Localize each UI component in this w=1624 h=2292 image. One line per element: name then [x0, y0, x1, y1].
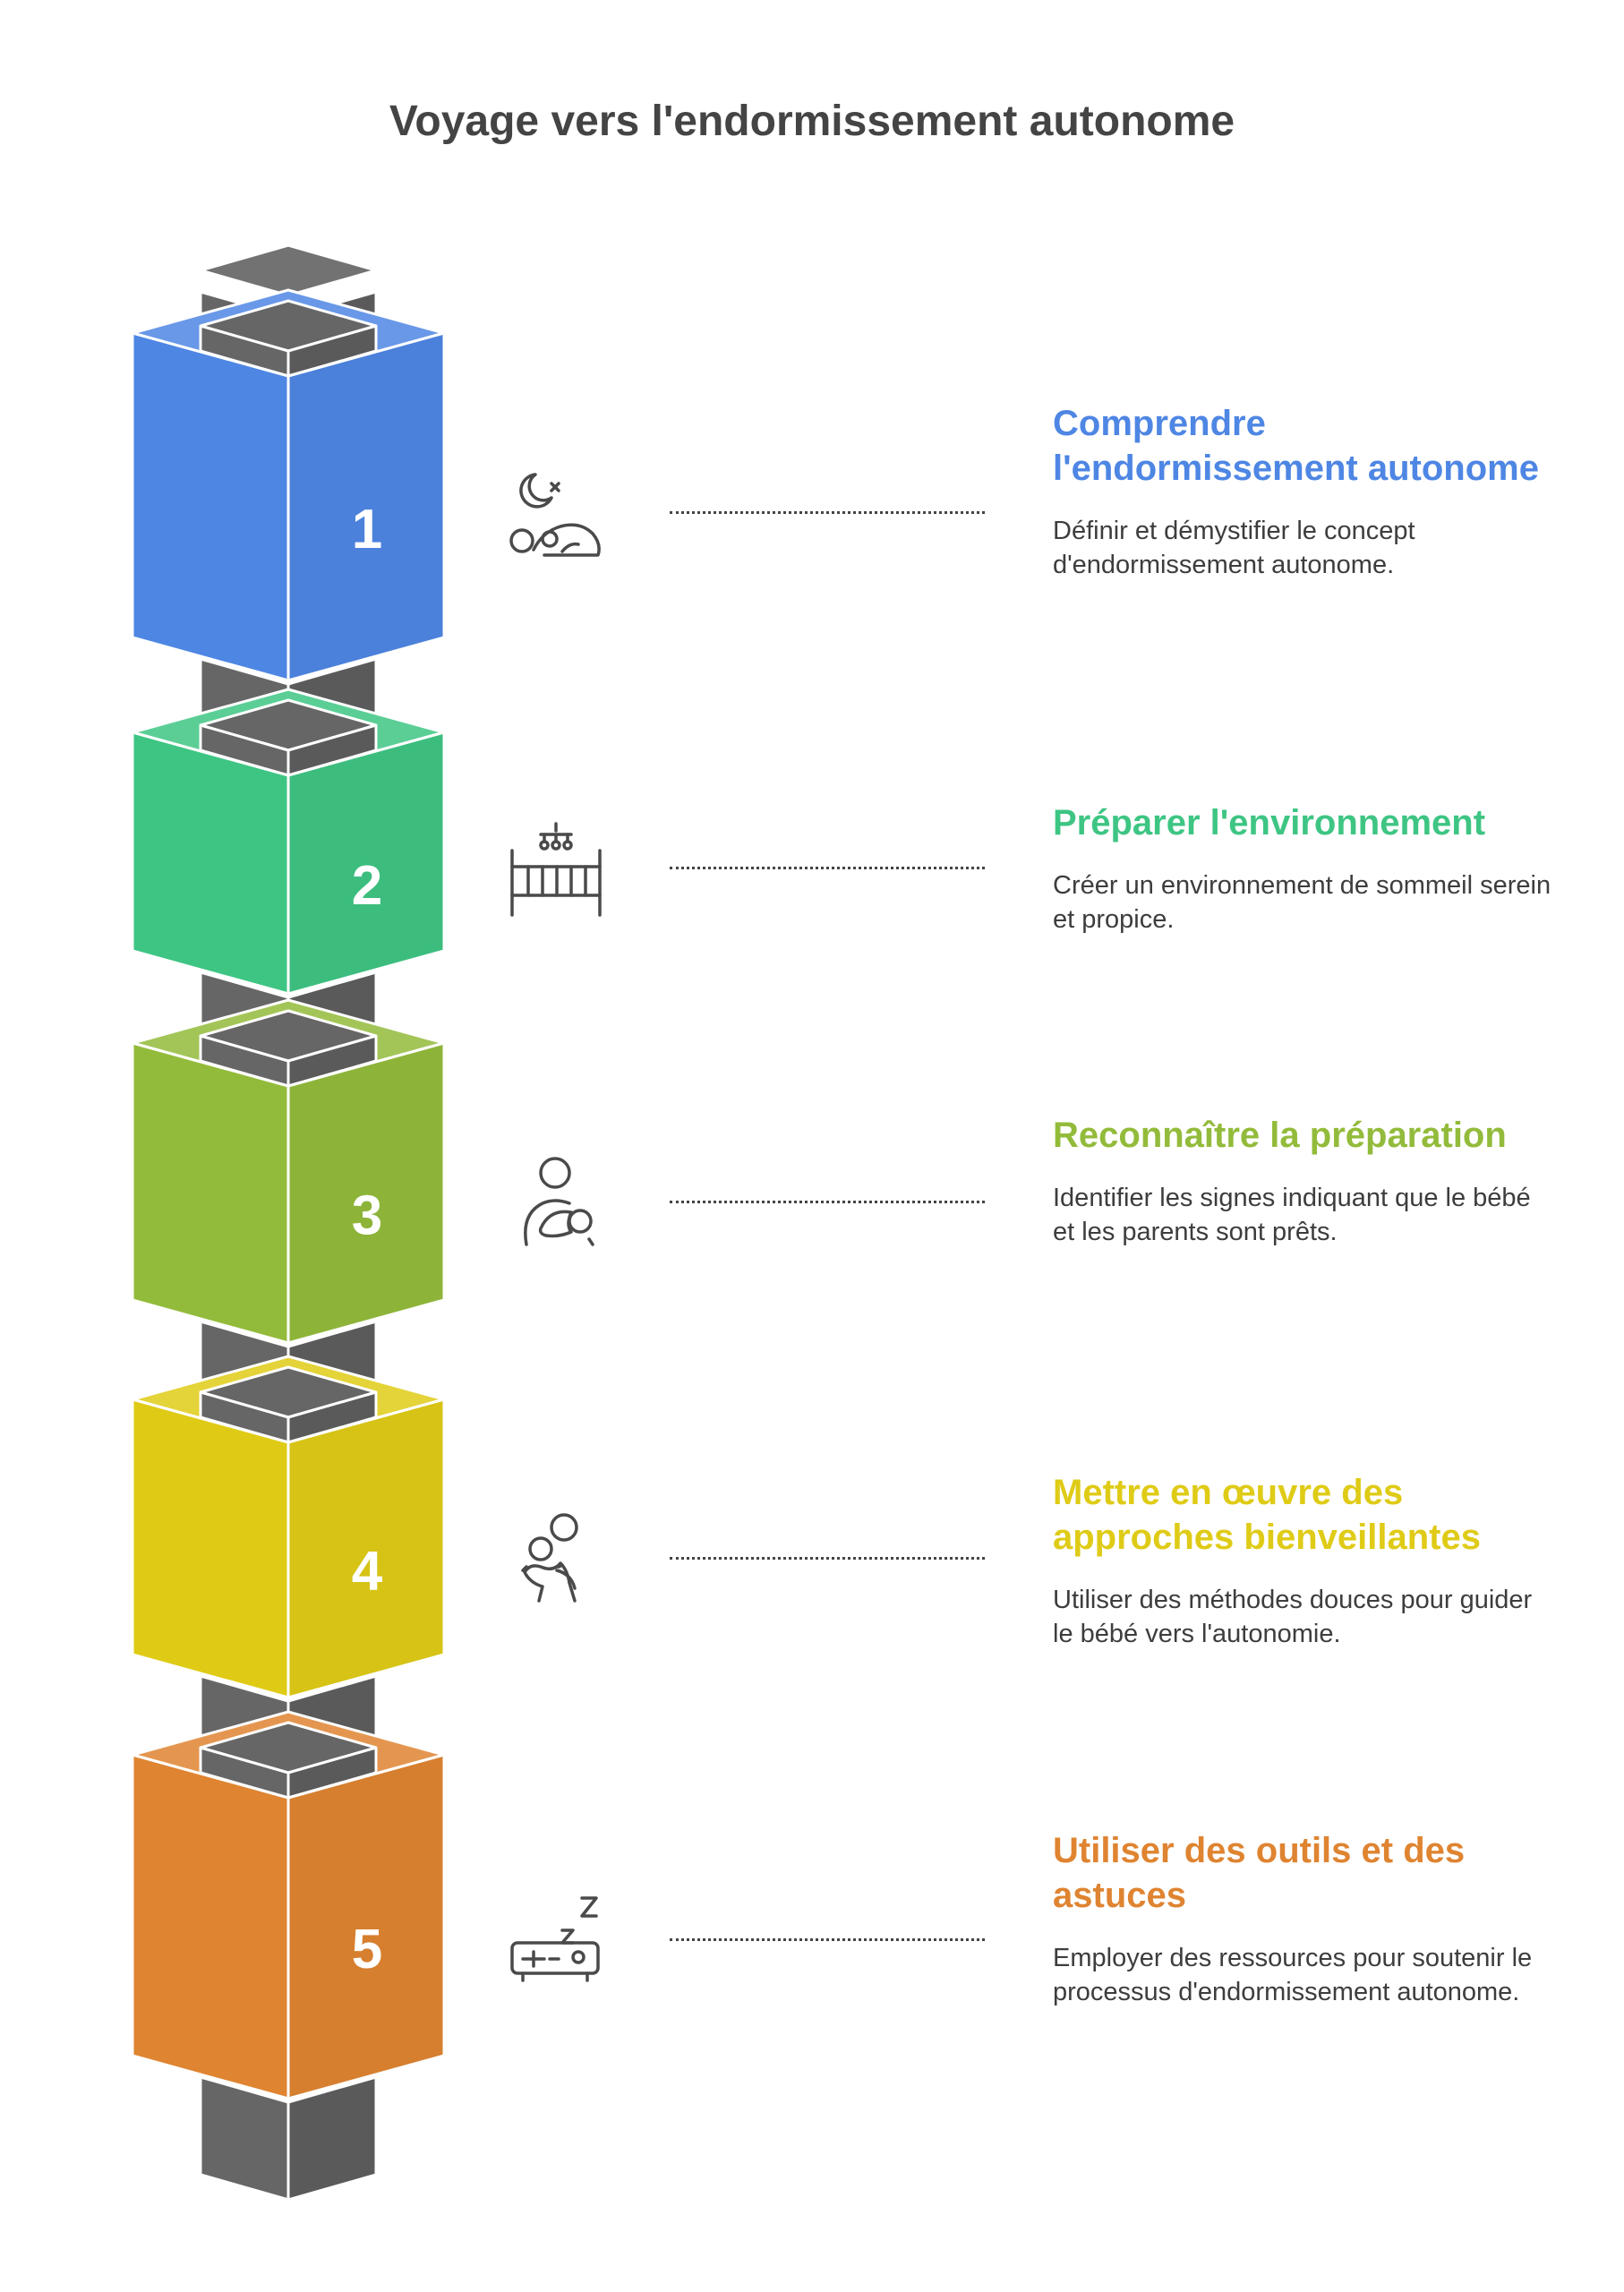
- block-4-right-face: [286, 1398, 446, 1699]
- connector-line-3: [670, 1201, 985, 1203]
- block-2-left-face: [131, 731, 290, 996]
- parent-holding-baby-icon: [507, 1155, 605, 1258]
- block-1-left-face: [131, 331, 290, 682]
- pillar-segment-5-right: [286, 2075, 378, 2202]
- sleeping-baby-moon-icon: [507, 464, 605, 567]
- block-1-right-face: [286, 331, 446, 682]
- sleep-device-zzz-icon: [507, 1891, 605, 1994]
- step-3-description: Identifier les signes indiquant que le b…: [1053, 1184, 1531, 1246]
- step-1-number: 1: [352, 499, 382, 560]
- step-2-title: Préparer l'environnement: [1053, 803, 1486, 842]
- connector-line-2: [670, 867, 985, 869]
- pillar-top-cap: [199, 244, 378, 297]
- connector-line-4: [670, 1557, 985, 1560]
- parent-cradling-baby-icon: [507, 1511, 605, 1614]
- step-5-title: Utiliser des outils et des astuces: [1053, 1831, 1466, 1915]
- pillar-bottom-cap: [199, 2173, 290, 2202]
- block-3-right-face: [286, 1041, 446, 1345]
- page-title: Voyage vers l'endormissement autonome: [389, 98, 1235, 145]
- connector-line-5: [670, 1938, 985, 1941]
- block-4-left-face: [131, 1398, 290, 1699]
- step-5-text: Utiliser des outils et des astuces Emplo…: [1053, 1828, 1554, 2009]
- step-2-number: 2: [352, 855, 382, 917]
- step-3-number: 3: [352, 1185, 382, 1247]
- step-5-description: Employer des ressources pour soutenir le…: [1053, 1944, 1533, 2006]
- step-2-text: Préparer l'environnement Créer un enviro…: [1053, 800, 1554, 936]
- step-1-description: Définir et démystifier le concept d'endo…: [1053, 517, 1415, 579]
- step-1-title: Comprendre l'endormissement autonome: [1053, 404, 1539, 488]
- step-3-text: Reconnaître la préparation Identifier le…: [1053, 1113, 1554, 1249]
- step-1-text: Comprendre l'endormissement autonome Déf…: [1053, 401, 1554, 582]
- step-4-text: Mettre en œuvre des approches bienveilla…: [1053, 1470, 1554, 1651]
- step-5-number: 5: [352, 1919, 382, 1980]
- step-3-title: Reconnaître la préparation: [1053, 1116, 1507, 1155]
- step-2-description: Créer un environnement de sommeil serein…: [1053, 871, 1551, 934]
- block-3-left-face: [131, 1041, 290, 1345]
- step-4-number: 4: [352, 1541, 383, 1603]
- step-4-description: Utiliser des méthodes douces pour guider…: [1053, 1586, 1533, 1648]
- connector-line-1: [670, 511, 985, 514]
- crib-mobile-icon: [507, 820, 605, 923]
- block-5-left-face: [131, 1753, 290, 2100]
- block-2-right-face: [286, 731, 446, 996]
- block-5-right-face: [286, 1753, 446, 2100]
- step-4-title: Mettre en œuvre des approches bienveilla…: [1053, 1473, 1481, 1557]
